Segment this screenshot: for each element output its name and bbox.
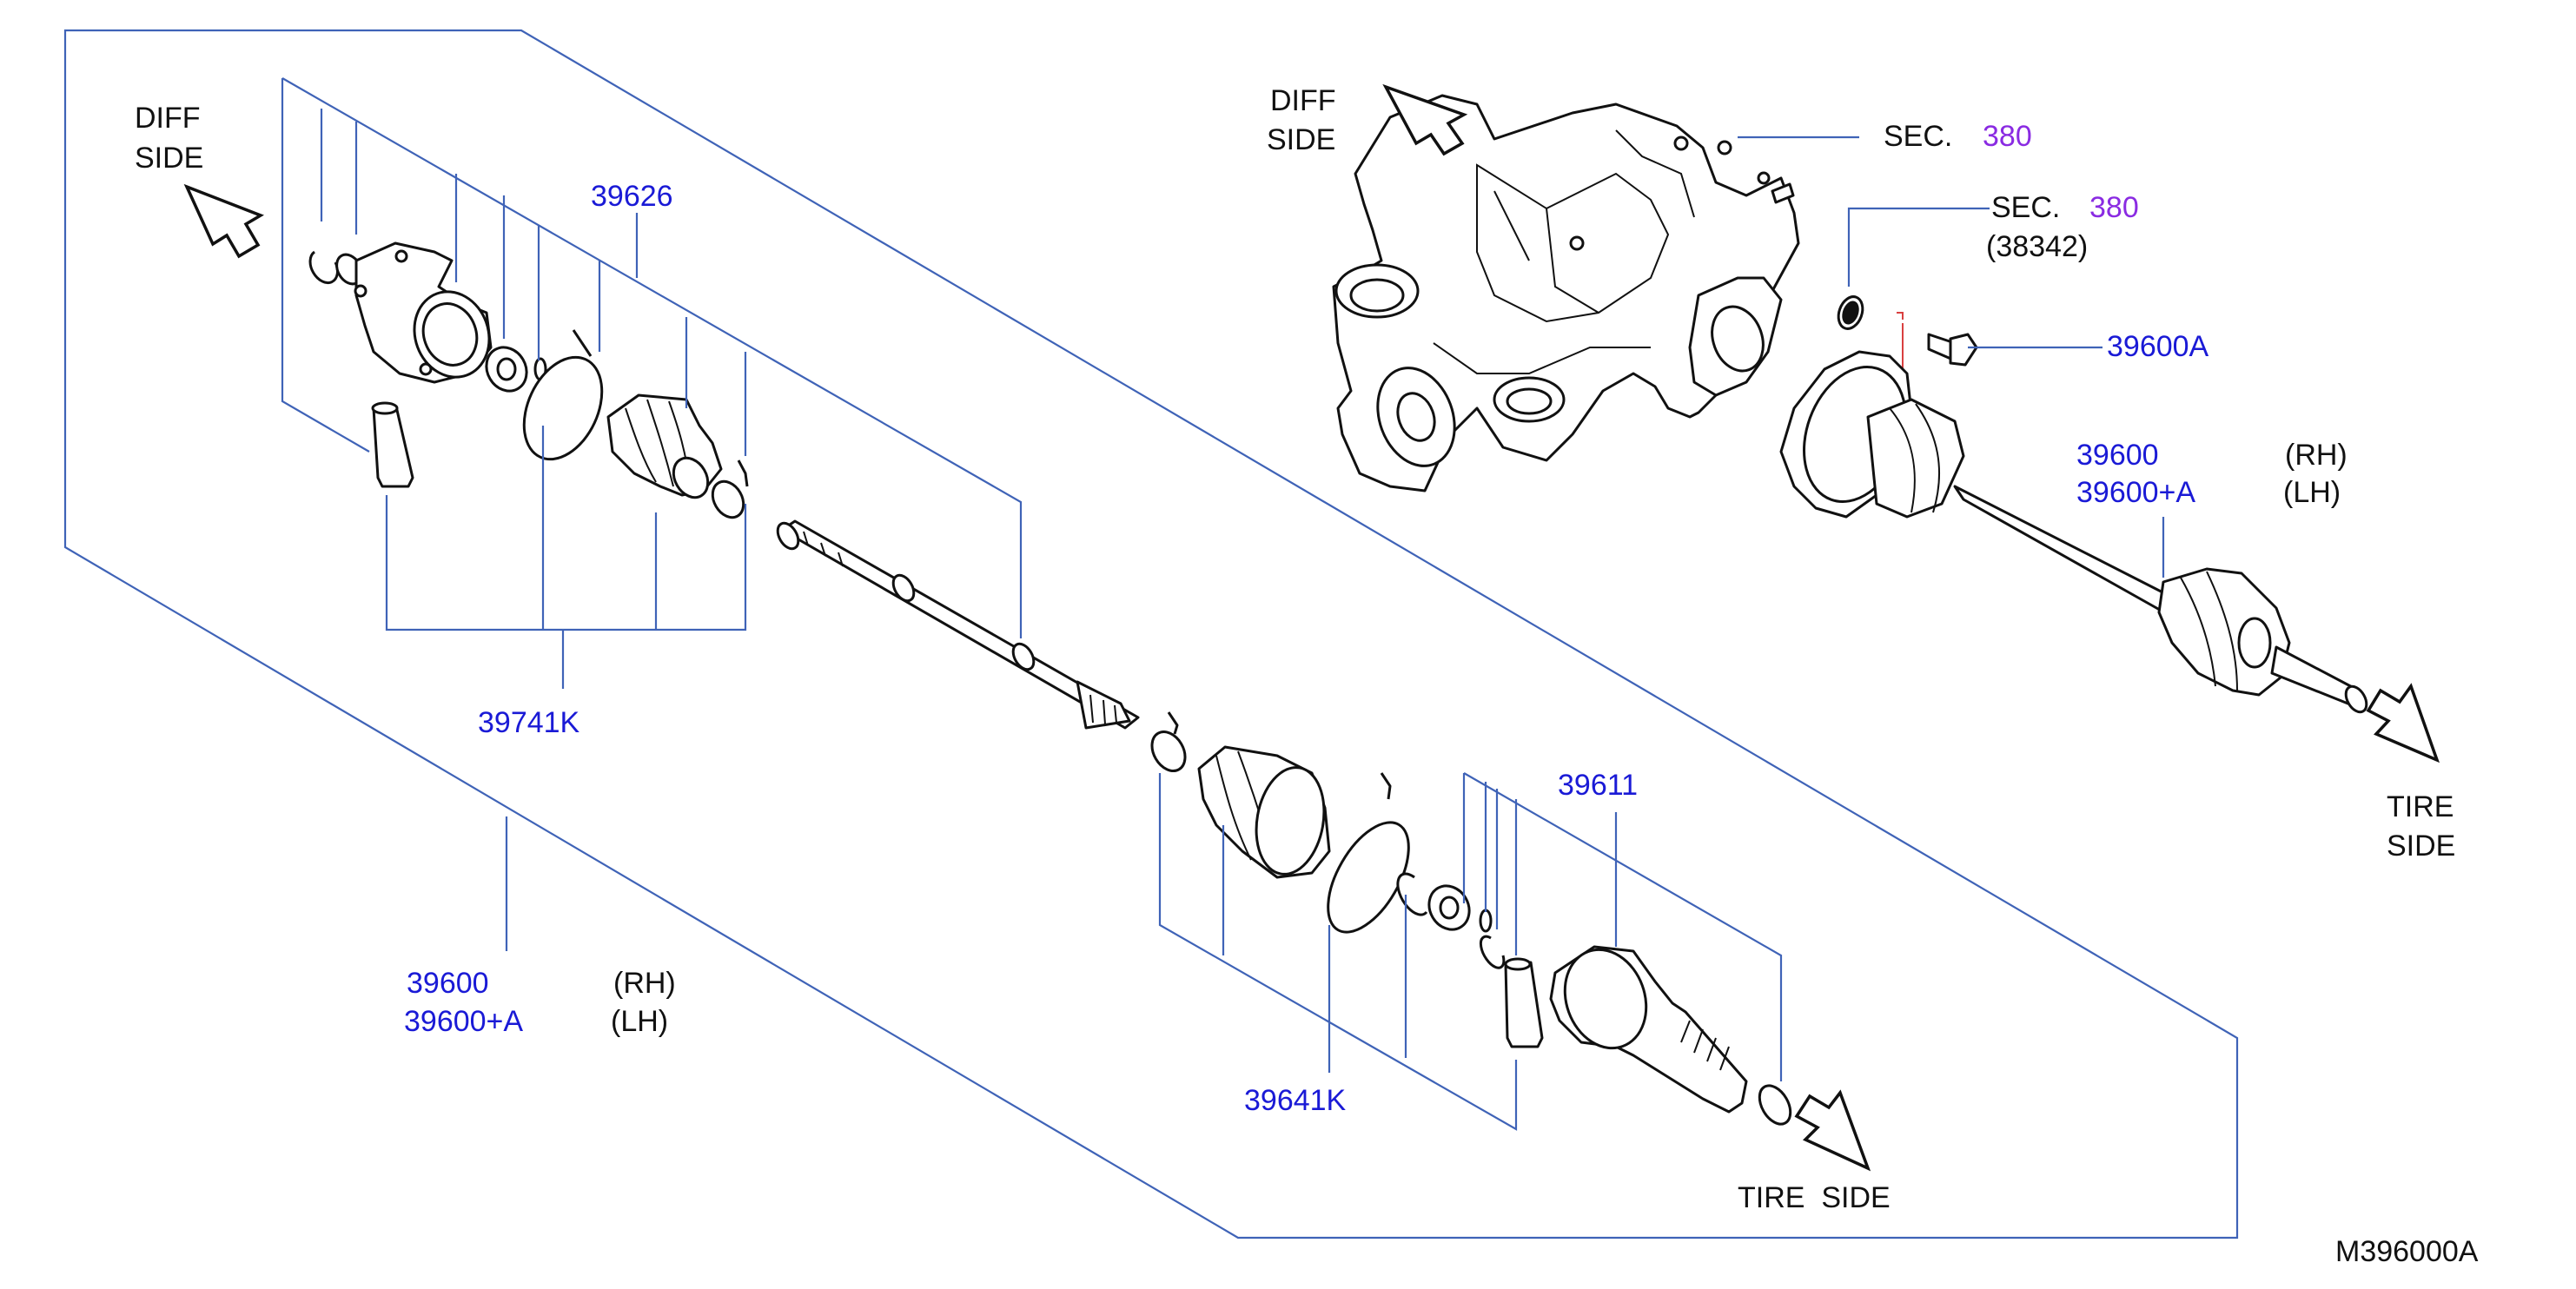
circlip-outer xyxy=(1758,1084,1792,1126)
boot-band-small-inner xyxy=(711,459,749,519)
leader-39641k xyxy=(1158,773,1518,1131)
sec-label-2: SEC. xyxy=(1991,191,2060,224)
dust-plug-outer xyxy=(1504,957,1544,1048)
outer-cv-joint xyxy=(1549,945,1748,1114)
assembly-frame xyxy=(63,29,2239,1239)
boot-band-small-outer xyxy=(1150,711,1187,772)
inner-joint-housing xyxy=(354,241,493,384)
arrow-diff-side-icon xyxy=(1382,83,1468,156)
diff-side-label-top-2: SIDE xyxy=(1267,123,1335,156)
sec-380-link-2[interactable]: 380 xyxy=(2089,191,2139,224)
inner-boot xyxy=(606,393,723,499)
part-38342: (38342) xyxy=(1986,230,2088,263)
tire-side-label-right: TIRE xyxy=(2387,790,2453,823)
tire-side-label-right-2: SIDE xyxy=(2387,830,2455,863)
part-39600a-bolt[interactable]: 39600A xyxy=(2107,330,2209,363)
part-39600-left[interactable]: 39600 xyxy=(407,967,489,1000)
leader-sec380-2 xyxy=(1847,207,1990,287)
snap-ring-outer-a xyxy=(1396,872,1428,916)
part-39741k[interactable]: 39741K xyxy=(478,706,580,739)
diff-side-label-left-2: SIDE xyxy=(135,142,203,175)
tire-side-label-bottom: TIRE SIDE xyxy=(1738,1181,1891,1214)
lh-label-left: (LH) xyxy=(611,1005,668,1038)
part-39600a-left[interactable]: 39600+A xyxy=(404,1005,523,1038)
outer-boot xyxy=(1197,745,1331,879)
rh-label-right: (RH) xyxy=(2285,439,2348,472)
part-39641k[interactable]: 39641K xyxy=(1244,1084,1347,1117)
arrow-diff-side-icon xyxy=(183,183,265,259)
sec-label-1: SEC. xyxy=(1884,120,1952,153)
arrow-tire-side-icon xyxy=(1794,1089,1871,1172)
boot-band-large-outer xyxy=(1327,772,1410,934)
arrow-tire-side-icon xyxy=(2366,683,2440,763)
boot-band-large-inner xyxy=(522,329,604,461)
diff-side-label-left: DIFF xyxy=(135,102,201,135)
part-39600-right[interactable]: 39600 xyxy=(2076,439,2159,472)
part-39626[interactable]: 39626 xyxy=(591,180,673,213)
differential-housing xyxy=(1332,94,1800,492)
part-39611[interactable]: 39611 xyxy=(1558,769,1638,802)
diff-side-label-top: DIFF xyxy=(1270,84,1336,117)
rh-label-left: (RH) xyxy=(613,967,676,1000)
drive-shaft-bar xyxy=(776,519,1140,730)
spider-bearing xyxy=(485,346,547,393)
leader-39741k xyxy=(385,495,747,631)
dust-plug-inner xyxy=(371,401,414,488)
flange-bolt xyxy=(1897,312,1978,373)
lh-label-right: (LH) xyxy=(2283,476,2341,509)
outer-shaft-assembly xyxy=(1779,350,2368,714)
diagram-code: M396000A xyxy=(2335,1235,2479,1268)
part-39600a-right[interactable]: 39600+A xyxy=(2076,476,2195,509)
spider-bearing-outer xyxy=(1427,884,1506,969)
inner-joint-bracket xyxy=(281,78,370,453)
sec-380-link-1[interactable]: 380 xyxy=(1983,120,2032,153)
oil-seal xyxy=(1837,295,1864,330)
